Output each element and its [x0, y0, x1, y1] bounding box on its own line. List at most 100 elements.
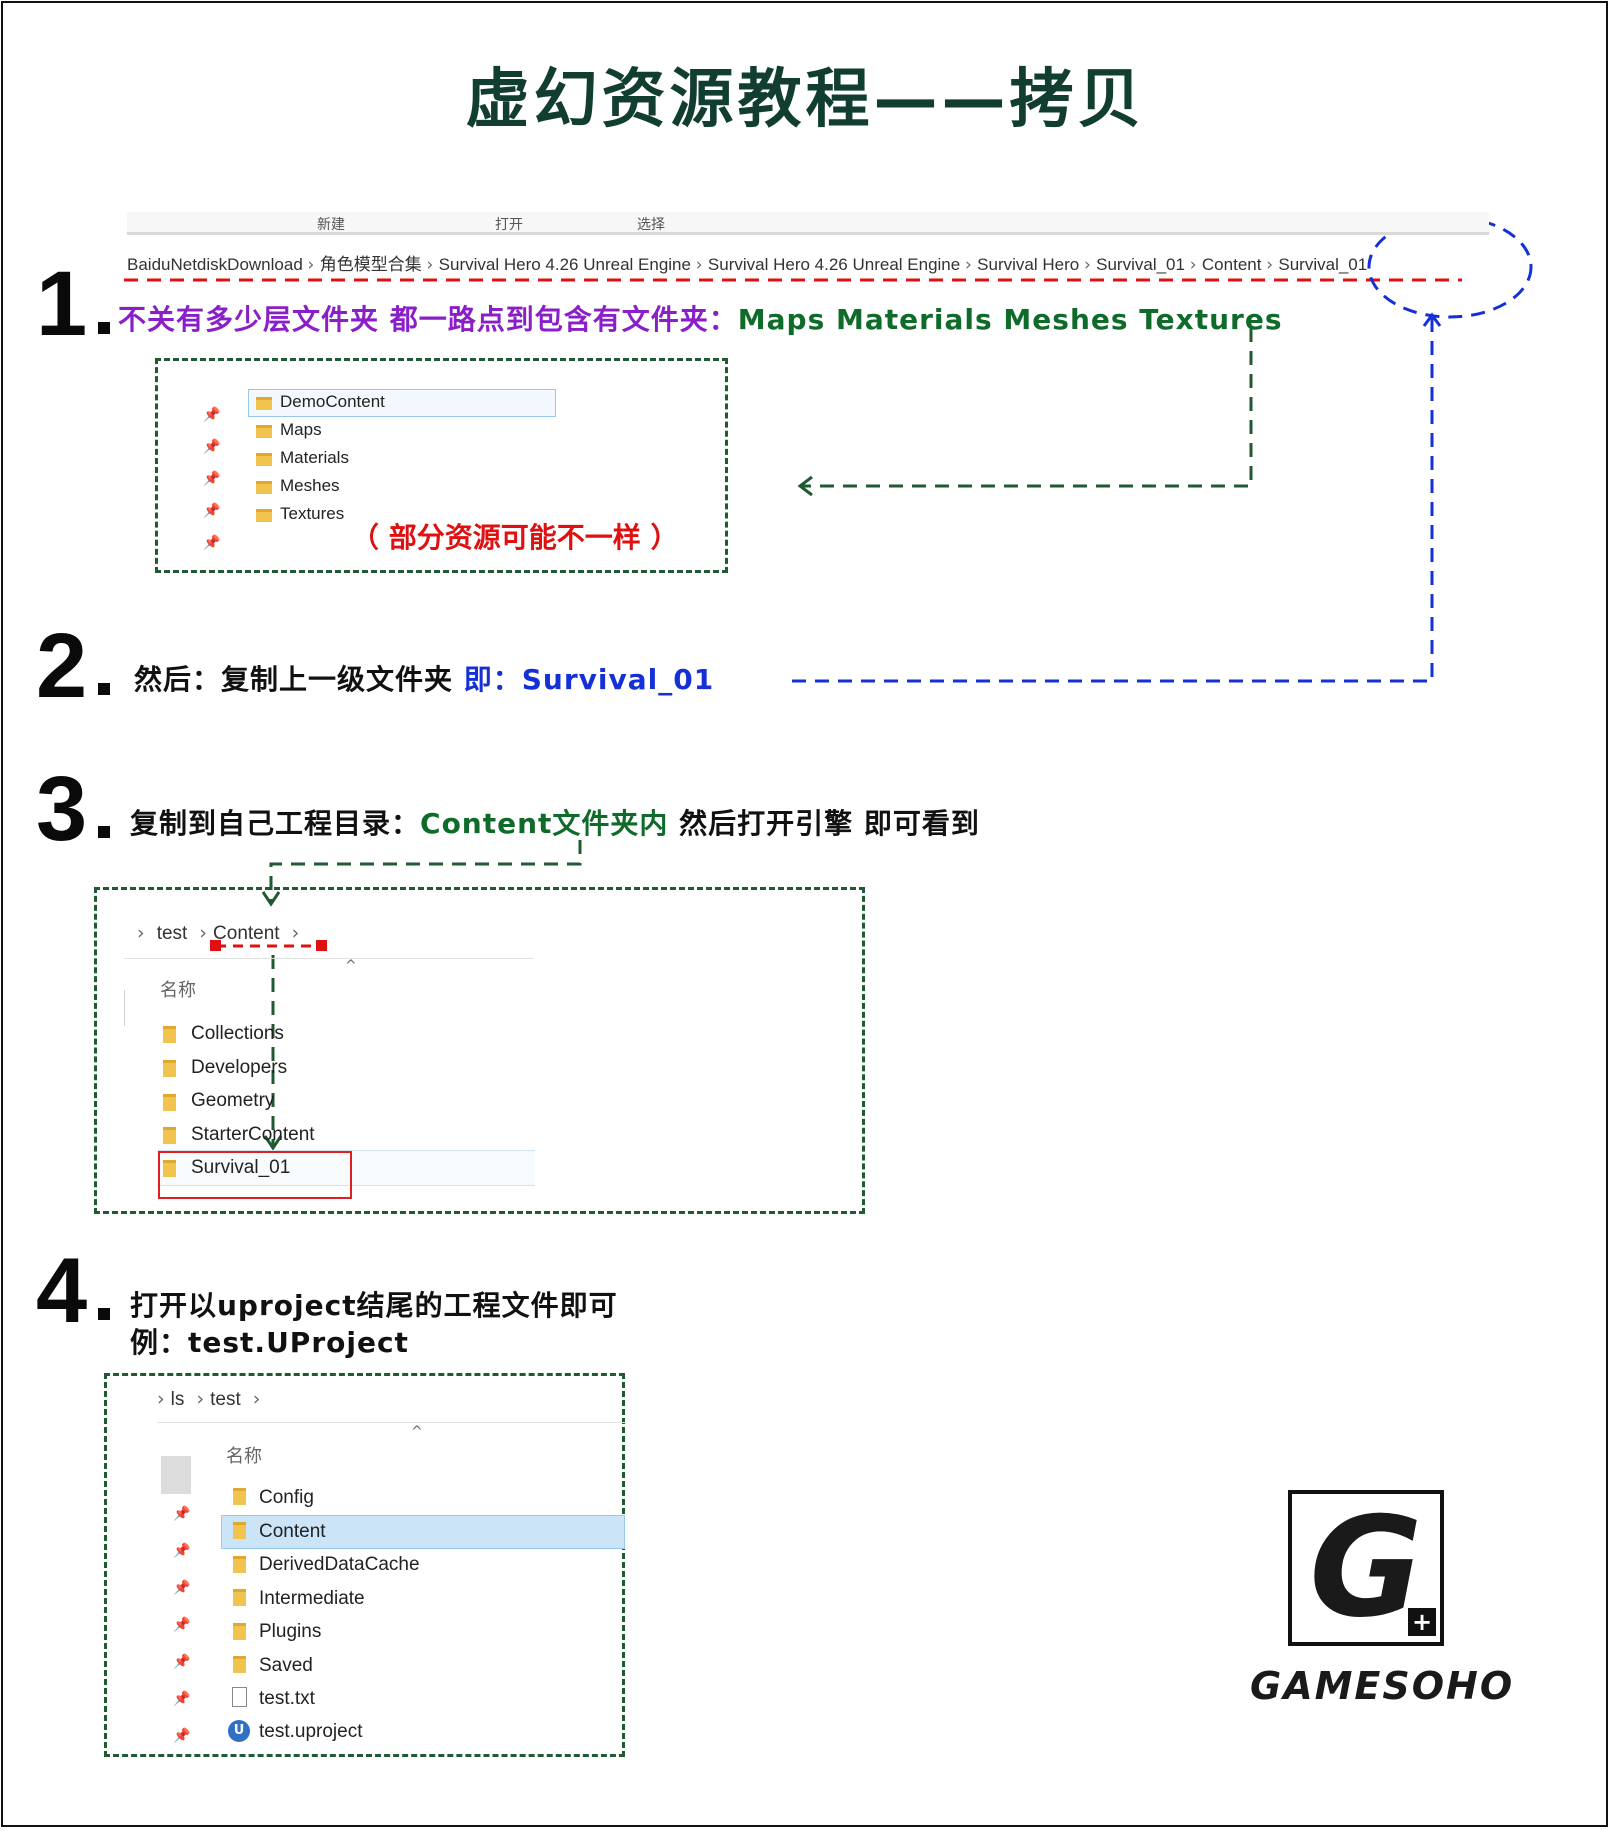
sort-up-icon[interactable]: ^: [345, 958, 357, 974]
pin-icon[interactable]: 📌: [173, 1617, 191, 1633]
breadcrumb-item[interactable]: Survival Hero 4.26 Unreal Engine: [707, 255, 961, 274]
breadcrumb-item[interactable]: Survival Hero 4.26 Unreal Engine: [438, 255, 691, 274]
pin-icon[interactable]: 📌: [173, 1506, 191, 1522]
green-connector-step1: [800, 328, 1253, 488]
pin-icon[interactable]: 📌: [173, 1691, 191, 1707]
red-square-right: [316, 940, 327, 951]
chevron-right-icon: ›: [695, 255, 708, 275]
breadcrumb-item[interactable]: BaiduNetdiskDownload: [127, 255, 303, 274]
list-item[interactable]: Materials: [280, 448, 349, 467]
toolbar-new[interactable]: 新建: [317, 216, 345, 232]
step4-dot: [98, 1308, 110, 1320]
step1-text-green: Maps Materials Meshes Textures: [737, 303, 1283, 336]
chevron-right-icon: ›: [1083, 255, 1097, 275]
chevron-right-icon: ›: [240, 1388, 261, 1410]
breadcrumb-item-current[interactable]: Survival_01: [1278, 255, 1368, 274]
folder-icon: [233, 1656, 246, 1673]
explorer-toolbar: 新建 打开 选择: [127, 212, 1489, 235]
pin-icon[interactable]: 📌: [203, 471, 221, 487]
list-item[interactable]: Developers: [191, 1057, 288, 1078]
folder-icon: [233, 1556, 246, 1573]
list-item-survival[interactable]: Survival_01: [191, 1157, 291, 1178]
step4-number: 4: [36, 1240, 88, 1342]
step1-dot: [98, 322, 110, 334]
step3-number: 3: [36, 758, 88, 860]
breadcrumb-item[interactable]: Survival Hero: [977, 255, 1080, 274]
list-item[interactable]: Collections: [191, 1023, 284, 1044]
list-item-uproject[interactable]: test.uproject: [259, 1721, 363, 1742]
list-item[interactable]: Geometry: [191, 1090, 275, 1111]
breadcrumb-item[interactable]: 角色模型合集: [319, 255, 422, 274]
pin-icon[interactable]: 📌: [173, 1580, 191, 1596]
list-item[interactable]: Maps: [280, 420, 322, 439]
list-item[interactable]: Plugins: [259, 1621, 322, 1642]
step2-text: 然后：复制上一级文件夹 即：Survival_01: [134, 658, 714, 698]
toolbar-select[interactable]: 选择: [637, 216, 665, 232]
folder-icon: [163, 1160, 176, 1177]
breadcrumb-item[interactable]: Content: [213, 923, 280, 944]
step1-text-purple: 不关有多少层文件夹 都一路点到包含有文件夹：: [118, 303, 738, 336]
folder-icon: [256, 425, 272, 438]
red-square-left: [210, 940, 221, 951]
folder-icon: [256, 509, 272, 522]
list-item[interactable]: DemoContent: [280, 392, 385, 411]
breadcrumb-item[interactable]: test: [210, 1389, 241, 1410]
list-item[interactable]: Config: [259, 1487, 314, 1508]
green-arrowhead-step3-down: [263, 1135, 283, 1151]
selected-row-highlight: [157, 1150, 535, 1186]
chevron-right-icon: ›: [1266, 255, 1279, 275]
red-highlight-box: [158, 1151, 352, 1199]
column-header-name[interactable]: 名称: [160, 980, 196, 1000]
chevron-right-icon: ›: [964, 255, 978, 275]
logo-plus: +: [1408, 1608, 1436, 1636]
step3-text-black1: 复制到自己工程目录：: [130, 807, 421, 840]
breadcrumb-item[interactable]: test: [156, 923, 188, 944]
selected-row-highlight: [248, 389, 556, 417]
list-item[interactable]: StarterContent: [191, 1124, 315, 1145]
breadcrumb-item[interactable]: Survival_01: [1096, 255, 1185, 274]
toolbar-open[interactable]: 打开: [495, 216, 523, 232]
pin-icon[interactable]: 📌: [173, 1654, 191, 1670]
scroll-thumb[interactable]: [161, 1456, 191, 1494]
list-item[interactable]: Intermediate: [259, 1588, 365, 1609]
step1-text: 不关有多少层文件夹 都一路点到包含有文件夹：Maps Materials Mes…: [118, 298, 1283, 338]
breadcrumb-item[interactable]: Content: [1201, 255, 1262, 274]
divider: [157, 1422, 625, 1423]
list-item[interactable]: Saved: [259, 1655, 313, 1676]
pin-icon[interactable]: 📌: [203, 407, 221, 423]
pin-icon[interactable]: 📌: [203, 439, 221, 455]
folder-icon: [163, 1094, 176, 1111]
column-header-name[interactable]: 名称: [226, 1446, 262, 1466]
step3-text-green: Content文件夹内: [420, 807, 669, 840]
pin-icon[interactable]: 📌: [173, 1543, 191, 1559]
list-item-selected[interactable]: Content: [259, 1521, 326, 1542]
folder-icon: [233, 1522, 246, 1539]
green-arrowhead-step1: [797, 475, 813, 497]
step2-text-blue: 即：Survival_01: [463, 663, 715, 696]
list-item[interactable]: Meshes: [280, 476, 340, 495]
pin-icon[interactable]: 📌: [203, 535, 221, 551]
step2-dot: [98, 683, 110, 695]
note-text: （ 部分资源可能不一样 ）: [351, 521, 679, 554]
chevron-right-icon: ›: [426, 255, 439, 275]
breadcrumb-item[interactable]: ls: [170, 1389, 185, 1410]
chevron-right-icon: ›: [279, 922, 300, 944]
chevron-right-icon: ›: [307, 255, 320, 275]
step2-text-black: 然后：复制上一级文件夹: [134, 663, 464, 696]
sort-up-icon[interactable]: ^: [411, 1424, 423, 1440]
list-item[interactable]: DerivedDataCache: [259, 1554, 420, 1575]
chevron-right-icon: ›: [157, 1388, 171, 1410]
pin-icon[interactable]: 📌: [203, 503, 221, 519]
pin-icon[interactable]: 📌: [173, 1728, 191, 1744]
text-file-icon: [232, 1687, 247, 1707]
green-arrowhead-step3: [261, 891, 281, 907]
list-item[interactable]: test.txt: [259, 1688, 315, 1709]
green-connector-step3: [269, 840, 582, 902]
selected-row-highlight: [221, 1515, 625, 1549]
step1-number: 1: [36, 253, 88, 355]
list-item[interactable]: Textures: [280, 504, 345, 523]
step4-explorer-panel: › ls › test › 名称 ^ 📌 📌 📌 📌 📌 📌 📌 Config …: [104, 1373, 625, 1757]
chevron-right-icon: ›: [1189, 255, 1202, 275]
